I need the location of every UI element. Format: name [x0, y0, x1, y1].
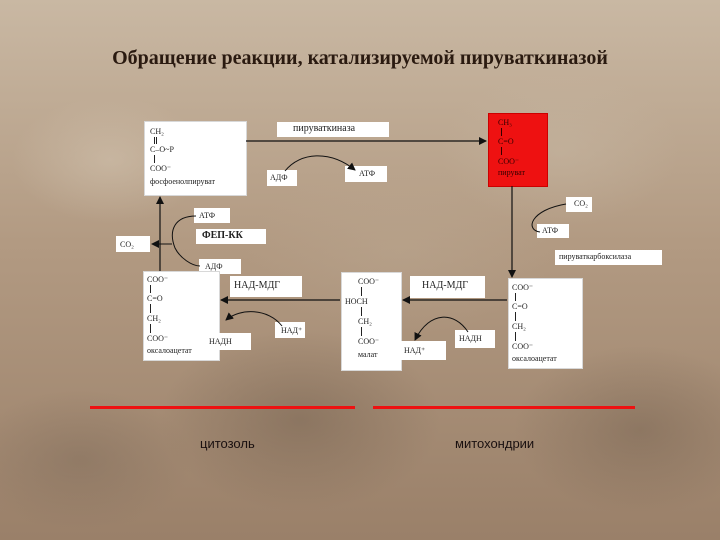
- mdh-cytosol-label: НАД-МДГ: [230, 276, 302, 297]
- oaa-mito-ch2: CH₂: [512, 322, 526, 331]
- cyto-nad-curve: [225, 311, 283, 327]
- malate-name: малат: [358, 350, 378, 359]
- malate-hoch: HOCH: [345, 297, 368, 306]
- pyruvate-name: пируват: [498, 168, 525, 177]
- malate-coo-top: COO⁻: [358, 277, 380, 286]
- pc-co2-atp-curve: [531, 203, 567, 233]
- mito-line: [373, 406, 635, 409]
- malate-ch2: CH₂: [358, 317, 372, 326]
- pyruvate-bond-1: [501, 128, 502, 136]
- pep-name: фосфоенолпируват: [150, 177, 215, 186]
- pep-box: CH₂ C–O~P COO⁻ фосфоенолпируват: [144, 121, 247, 196]
- co2-pepck-label: CO₂: [116, 236, 150, 252]
- oaa-mito-coo-bottom: COO⁻: [512, 342, 534, 351]
- oaa-cyto-bond-2: [150, 304, 151, 313]
- pep-double-bond: [154, 137, 155, 144]
- pep-bond: [154, 155, 155, 163]
- pep-ch2: CH₂: [150, 127, 164, 136]
- malate-bond-2: [361, 307, 362, 316]
- oaa-mito-bond-3: [515, 332, 516, 341]
- mito-nadh-curve: [414, 316, 469, 341]
- atp-pepck-label: АТФ: [194, 208, 230, 223]
- oaa-mito-box: COO⁻ C=O CH₂ COO⁻ оксалоацетат: [508, 278, 583, 369]
- malate-box: COO⁻ HOCH CH₂ COO⁻ малат: [341, 272, 402, 371]
- cytosol-label: цитозоль: [200, 436, 255, 451]
- oaa-cyto-coo-bottom: COO⁻: [147, 334, 169, 343]
- oaa-mito-bond-1: [515, 293, 516, 301]
- mdh-mito-label: НАД-МДГ: [410, 276, 485, 298]
- pyruvate-bond-2: [501, 147, 502, 155]
- atp-pc-label: АТФ: [537, 224, 569, 238]
- pyruvate-ch3: CH₃: [498, 118, 512, 127]
- malate-coo-bottom: COO⁻: [358, 337, 380, 346]
- adp-pk-label: АДФ: [267, 170, 297, 186]
- oaa-mito-c-o: C=O: [512, 302, 528, 311]
- mitochondria-label: митохондрии: [455, 436, 535, 451]
- oaa-cyto-bond-1: [150, 285, 151, 293]
- adp-pepck-label: АДФ: [199, 259, 241, 274]
- nadh-cytosol-label: НАДН: [205, 333, 251, 350]
- oaa-cyto-c-o: C=O: [147, 294, 163, 303]
- nad-cytosol-label: НАД⁺: [275, 322, 305, 338]
- pep-coo: COO⁻: [150, 164, 172, 173]
- pyruvate-box: CH₃ C=O COO⁻ пируват: [488, 113, 548, 187]
- malate-bond-1: [361, 287, 362, 296]
- nadh-mito-label: НАДН: [455, 330, 495, 348]
- oaa-cyto-coo-top: COO⁻: [147, 275, 169, 284]
- oaa-mito-coo-top: COO⁻: [512, 283, 534, 292]
- malate-bond-3: [361, 327, 362, 336]
- oaa-mito-name: оксалоацетат: [512, 354, 557, 363]
- pyruvate-c-o: C=O: [498, 137, 514, 146]
- pepck-atp-curve: [171, 215, 201, 267]
- pep-c-o-p: C–O~P: [150, 145, 174, 154]
- nad-mito-label: НАД⁺: [398, 341, 446, 360]
- oaa-cyto-name: оксалоацетат: [147, 346, 192, 355]
- co2-top-label: CO₂: [566, 197, 592, 212]
- oaa-mito-bond-2: [515, 312, 516, 321]
- pepck-label: ФЕП-КК: [196, 229, 266, 244]
- pyruvate-carboxylase-label: пируваткарбоксилаза: [555, 250, 662, 265]
- pyruvate-kinase-label: пируваткиназа: [277, 122, 389, 137]
- oaa-cyto-ch2: CH₂: [147, 314, 161, 323]
- pyruvate-coo: COO⁻: [498, 157, 520, 166]
- pk-adp-atp-curve: [284, 155, 356, 172]
- slide-title: Обращение реакции, катализируемой пирува…: [112, 47, 608, 69]
- cytosol-line: [90, 406, 355, 409]
- oaa-cyto-bond-3: [150, 324, 151, 333]
